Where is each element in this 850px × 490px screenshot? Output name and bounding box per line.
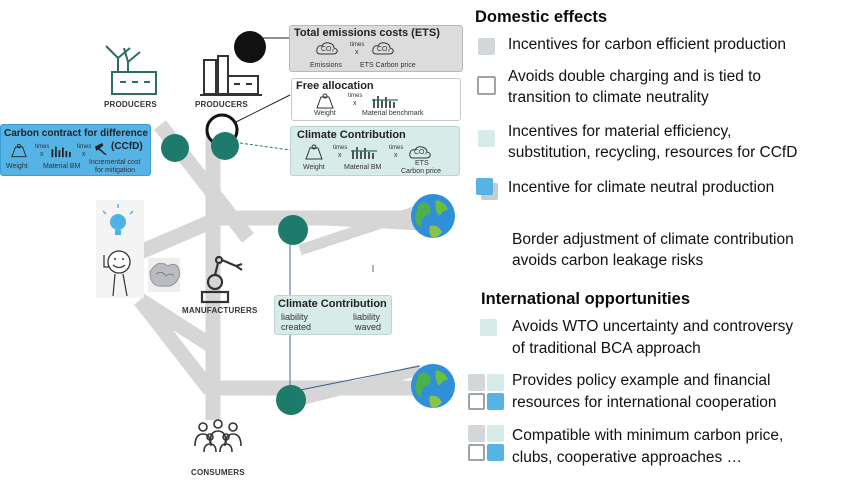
legend-intl-3-line1: Compatible with minimum carbon price, [512, 427, 784, 444]
weight-icon [316, 93, 334, 109]
globe-icon [411, 364, 455, 408]
producers-left-label: PRODUCERS [104, 100, 157, 109]
legend-teal-square [478, 130, 495, 147]
legend-grey-square [478, 38, 495, 55]
liability-waved-1: liability [353, 312, 381, 322]
ccfd-title: Carbon contract for difference [4, 128, 148, 139]
scrap-metal-icon [148, 258, 181, 292]
legend-intl-1-line2: of traditional BCA approach [512, 340, 701, 357]
climate-co2-text: CO₂ [414, 149, 428, 156]
ccfd-x-2: x [82, 151, 86, 158]
bar-chart-icon [51, 146, 71, 158]
free-times: times [348, 93, 363, 99]
ets-co2-text: CO₂ [321, 46, 335, 53]
flow-diagram [96, 31, 455, 453]
ccfd-node [161, 134, 189, 162]
ets-box: Total emissions costs (ETS) CO₂ times x … [289, 25, 463, 72]
ccfd-box: Carbon contract for difference (CCfD) ti… [0, 124, 151, 176]
free-allocation-title: Free allocation [296, 80, 374, 92]
weight-icon [11, 143, 27, 158]
legend-item-3-line1: Incentives for material efficiency, [508, 123, 732, 140]
climate-contribution-title: Climate Contribution [297, 129, 406, 141]
legend-intl-teal-square [480, 319, 497, 336]
international-opportunities-title: International opportunities [481, 290, 690, 308]
legend-item-3-line2: substitution, recycling, resources for C… [508, 144, 798, 161]
free-weight-label: Weight [314, 110, 336, 117]
free-x: x [353, 100, 357, 107]
climate-weight-label: Weight [303, 164, 325, 171]
legend-intl-1-line1: Avoids WTO uncertainty and controversy [512, 318, 794, 335]
legend-item-4-line1: Incentive for climate neutral production [508, 179, 775, 196]
legend-item-2-line2: transition to climate neutrality [508, 89, 709, 106]
liability-waved-2: waved [355, 322, 382, 332]
ccfd-material-label: Material BM [43, 163, 81, 170]
climate-contribution-box: Climate Contribution times x times x CO₂… [290, 126, 460, 176]
climate-material-label: Material BM [344, 164, 382, 171]
people-group-icon [194, 419, 242, 453]
manufacturer-node [278, 215, 308, 245]
co2-cloud-icon [372, 42, 394, 55]
legend-outline-square [477, 76, 496, 95]
ccfd-x-1: x [40, 151, 44, 158]
climate-times-2: times [389, 145, 404, 151]
co2-cloud-icon [409, 146, 431, 159]
climate-price-label: Carbon price [401, 168, 442, 175]
wind-turbine-factory-icon [105, 45, 157, 95]
legend-intl-combo-square-1 [468, 374, 506, 412]
producers-right-label: PRODUCERS [195, 100, 248, 109]
legend-intl-2-line2: resources for international cooperation [512, 394, 777, 411]
legend-intl-combo-square-2 [468, 425, 506, 463]
climate-times-1: times [333, 145, 348, 151]
ccfd-abbr: (CCfD) [111, 141, 143, 152]
ets-emissions-label: Emissions [310, 62, 342, 69]
factory-icon [200, 55, 262, 96]
manufacturers-label: MANUFACTURERS [182, 306, 258, 315]
ccfd-times-2: times [77, 144, 92, 150]
ccfd-incremental-label: Incremental cost [89, 159, 141, 166]
ets-x: x [355, 49, 359, 56]
liability-title: Climate Contribution [278, 298, 387, 310]
ets-price-label: ETS Carbon price [360, 62, 416, 69]
flow-arrows [289, 204, 422, 406]
climate-x-1: x [338, 152, 342, 159]
legend-blue-square [476, 178, 493, 195]
ets-node [234, 31, 266, 63]
legend-intl-2-line1: Provides policy example and financial [512, 372, 771, 389]
ets-times: times [350, 42, 365, 48]
lightbulb-person-icon [96, 200, 144, 298]
ccfd-weight-label: Weight [6, 163, 28, 170]
globe-icon [411, 194, 455, 238]
robot-arm-icon [200, 255, 243, 304]
ccfd-times-1: times [35, 144, 50, 150]
climate-x-2: x [394, 152, 398, 159]
flow-band-left-diag [135, 293, 220, 355]
legend-item-5-line1: Border adjustment of climate contributio… [512, 231, 794, 248]
domestic-effects-title: Domestic effects [475, 8, 608, 26]
ets-price-co2-text: CO₂ [377, 46, 391, 53]
legend-item-2-line1: Avoids double charging and is tied to [508, 68, 762, 85]
free-allocation-box: Free allocation times x Weight Material … [291, 78, 461, 121]
legend-intl-3-line2: clubs, cooperative approaches … [512, 449, 743, 466]
weight-icon [305, 144, 323, 160]
consumer-node [276, 385, 306, 415]
bar-chart-icon [351, 147, 377, 159]
bar-chart-icon [372, 96, 398, 108]
climate-contribution-node [211, 132, 239, 160]
co2-cloud-icon [316, 42, 338, 55]
hammer-icon [95, 143, 107, 155]
legend-item-5-line2: avoids carbon leakage risks [512, 252, 704, 269]
liability-created-2: created [281, 322, 312, 332]
liability-box: Climate Contribution liability created l… [274, 295, 392, 335]
climate-ets-label: ETS [415, 160, 429, 167]
consumers-label: CONSUMERS [191, 468, 245, 477]
ccfd-mitigation-label: for mitigation [95, 167, 136, 174]
free-benchmark-label: Material benchmark [362, 110, 424, 117]
ets-box-title: Total emissions costs (ETS) [294, 27, 440, 39]
liability-created-1: liability [281, 312, 309, 322]
legend-item-1-line1: Incentives for carbon efficient producti… [508, 36, 787, 53]
